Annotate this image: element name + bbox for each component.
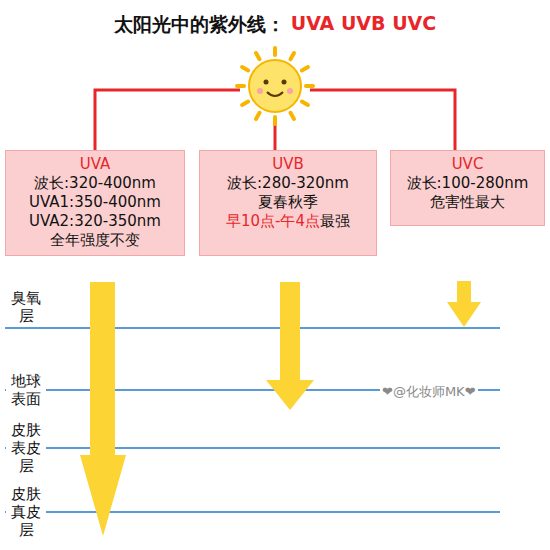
sun [237, 48, 313, 124]
box-heading: UVA [80, 155, 111, 173]
box-text: UVA2:320-350nm [29, 212, 161, 230]
uv-box: UVB波长:280-320nm夏春秋季早10点-午4点最强 [199, 150, 377, 256]
text-line: UVA [12, 155, 178, 174]
box-text: 早10点-午4点 [226, 212, 320, 230]
text-line: 波长:100-280nm [397, 174, 538, 193]
layer-label: 臭氧层 [6, 288, 46, 326]
text-line: 全年强度不变 [12, 231, 178, 250]
text-line: 危害性最大 [397, 193, 538, 212]
box-heading: UVC [452, 155, 484, 173]
box-text: UVA1:350-400nm [29, 193, 161, 211]
layer-label: 皮肤 表皮层 [6, 420, 46, 476]
box-text: 波长:320-400nm [34, 174, 156, 192]
uv-box: UVA波长:320-400nmUVA1:350-400nmUVA2:320-35… [5, 150, 185, 256]
text-line: UVB [206, 155, 370, 174]
box-heading: UVB [272, 155, 304, 173]
text-line: 波长:320-400nm [12, 174, 178, 193]
text-line: 波长:280-320nm [206, 174, 370, 193]
title: 太阳光中的紫外线： [114, 12, 285, 38]
uv-box: UVC波长:100-280nm危害性最大 [390, 150, 545, 226]
layer-label: 皮肤 真皮层 [6, 484, 46, 540]
watermark: ❤@化妆师MK❤ [380, 383, 478, 401]
title-accent: UVA UVB UVC [291, 12, 436, 34]
layer-lines [5, 328, 500, 512]
box-text: 危害性最大 [430, 193, 505, 211]
text-line: UVA1:350-400nm [12, 193, 178, 212]
text-line: UVC [397, 155, 538, 174]
layer-label: 地球 表面 [6, 371, 46, 409]
text-line: 早10点-午4点最强 [206, 212, 370, 231]
box-text: 波长:100-280nm [407, 174, 529, 192]
text-line: UVA2:320-350nm [12, 212, 178, 231]
uv-arrows [80, 281, 481, 536]
box-text: 波长:280-320nm [227, 174, 349, 192]
box-text: 全年强度不变 [50, 231, 140, 249]
box-text: 夏春秋季 [258, 193, 318, 211]
box-text: 最强 [320, 212, 350, 230]
text-line: 夏春秋季 [206, 193, 370, 212]
